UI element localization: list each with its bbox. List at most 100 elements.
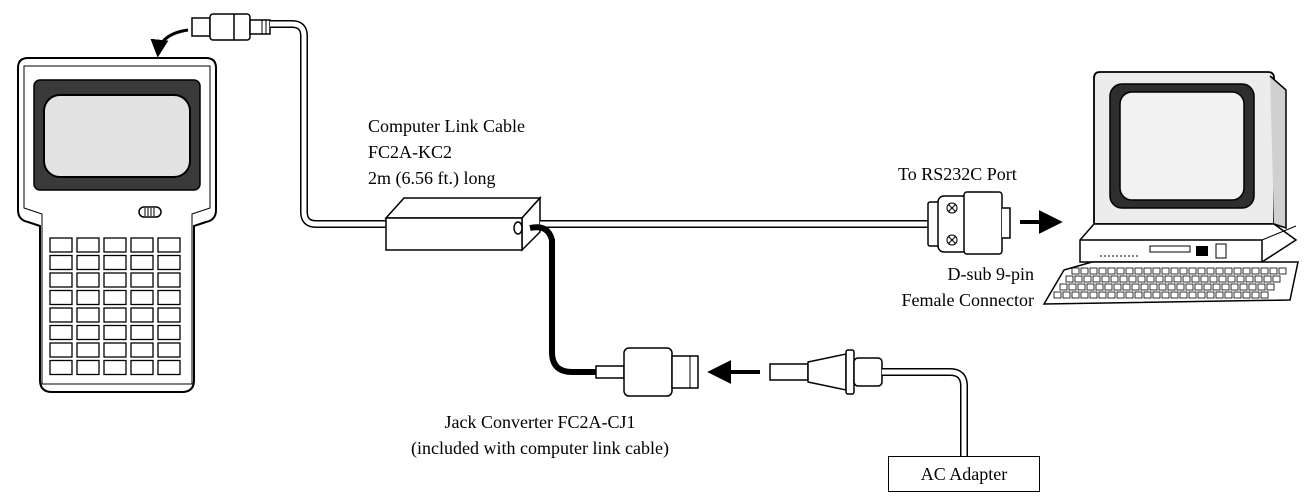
pc-keyboard [1053, 267, 1287, 299]
keyboard-key [1137, 275, 1146, 283]
keyboard-key [1242, 291, 1251, 299]
keyboard-key [1209, 275, 1218, 283]
keypad-key [49, 272, 73, 288]
keyboard-key [1059, 283, 1068, 291]
keyboard-key [1131, 283, 1140, 291]
keyboard-key [1065, 275, 1074, 283]
keyboard-key [1080, 267, 1089, 275]
keypad-key [76, 289, 100, 306]
keyboard-key [1125, 267, 1134, 275]
jack-converter-note-label: (included with computer link cable) [411, 438, 669, 458]
keyboard-key [1206, 291, 1215, 299]
keyboard-key [1179, 291, 1188, 299]
keyboard-key [1170, 267, 1179, 275]
keyboard-key [1122, 283, 1131, 291]
keyboard-key [1176, 283, 1185, 291]
keyboard-key [1224, 267, 1233, 275]
keypad-key [130, 307, 154, 323]
keyboard-key [1101, 275, 1110, 283]
keyboard-key [1227, 275, 1236, 283]
keyboard-key [1092, 275, 1101, 283]
keypad-key [76, 359, 100, 376]
keyboard-key [1182, 275, 1191, 283]
keypad-key [49, 324, 73, 341]
keyboard-key [1161, 291, 1170, 299]
keyboard-key [1257, 283, 1266, 291]
keypad-key [76, 307, 100, 323]
plug-arrow [150, 28, 189, 58]
keyboard-key [1143, 291, 1152, 299]
keypad-key [103, 289, 127, 306]
keypad-key [130, 289, 154, 306]
dsub-connector [927, 191, 1011, 255]
dsub-connector-label-line2: Female Connector [901, 290, 1034, 310]
keypad-key [49, 359, 73, 376]
keyboard-key [1077, 283, 1086, 291]
keypad-key [157, 289, 181, 306]
keypad-key [130, 237, 154, 253]
keyboard-key [1218, 275, 1227, 283]
rs232c-port-label: To RS232C Port [898, 164, 1017, 184]
keyboard-key [1083, 275, 1092, 283]
keypad-key [130, 272, 154, 288]
keyboard-key [1188, 291, 1197, 299]
keypad-key [157, 237, 181, 253]
keyboard-key [1107, 291, 1116, 299]
keyboard-key [1230, 283, 1239, 291]
keyboard-key [1089, 267, 1098, 275]
keyboard-key [1278, 267, 1287, 275]
keyboard-key [1080, 291, 1089, 299]
keyboard-key [1215, 291, 1224, 299]
keyboard-key [1269, 267, 1278, 275]
keyboard-key [1194, 283, 1203, 291]
keyboard-key [1068, 283, 1077, 291]
keyboard-key [1236, 275, 1245, 283]
keypad-key [103, 254, 127, 271]
link-cable-box [384, 196, 542, 252]
keyboard-key [1161, 267, 1170, 275]
keyboard-key [1185, 283, 1194, 291]
keyboard-key [1074, 275, 1083, 283]
keyboard-key [1272, 275, 1281, 283]
keypad-key [130, 359, 154, 376]
keypad-key [103, 342, 127, 358]
keyboard-key [1215, 267, 1224, 275]
jack-converter-body [595, 347, 699, 397]
keyboard-key [1233, 267, 1242, 275]
keypad [49, 237, 181, 376]
link-cable-model-label: FC2A-KC2 [368, 142, 453, 162]
keyboard-key [1188, 267, 1197, 275]
keypad-key [103, 272, 127, 288]
keyboard-key [1158, 283, 1167, 291]
keyboard-key [1260, 267, 1269, 275]
keypad-key [130, 324, 154, 341]
jack-converter-cable [529, 224, 596, 375]
keyboard-key [1251, 291, 1260, 299]
keypad-key [157, 324, 181, 341]
keypad-key [49, 237, 73, 253]
keyboard-key [1116, 291, 1125, 299]
keyboard-key [1152, 267, 1161, 275]
keypad-key [49, 342, 73, 358]
keypad-key [76, 237, 100, 253]
ac-adapter-plug [769, 349, 883, 395]
keyboard-key [1221, 283, 1230, 291]
keypad-key [157, 254, 181, 271]
keyboard-key [1200, 275, 1209, 283]
keyboard-key [1170, 291, 1179, 299]
keyboard-key [1260, 291, 1269, 299]
keyboard-key [1164, 275, 1173, 283]
keypad-key [157, 307, 181, 323]
keyboard-key [1128, 275, 1137, 283]
keyboard-key [1155, 275, 1164, 283]
personal-computer [1042, 71, 1299, 305]
keypad-key [49, 254, 73, 271]
keypad-key [157, 359, 181, 376]
keypad-key [76, 324, 100, 341]
keyboard-key [1191, 275, 1200, 283]
keyboard-key [1203, 283, 1212, 291]
keyboard-key [1254, 275, 1263, 283]
keypad-key [130, 254, 154, 271]
